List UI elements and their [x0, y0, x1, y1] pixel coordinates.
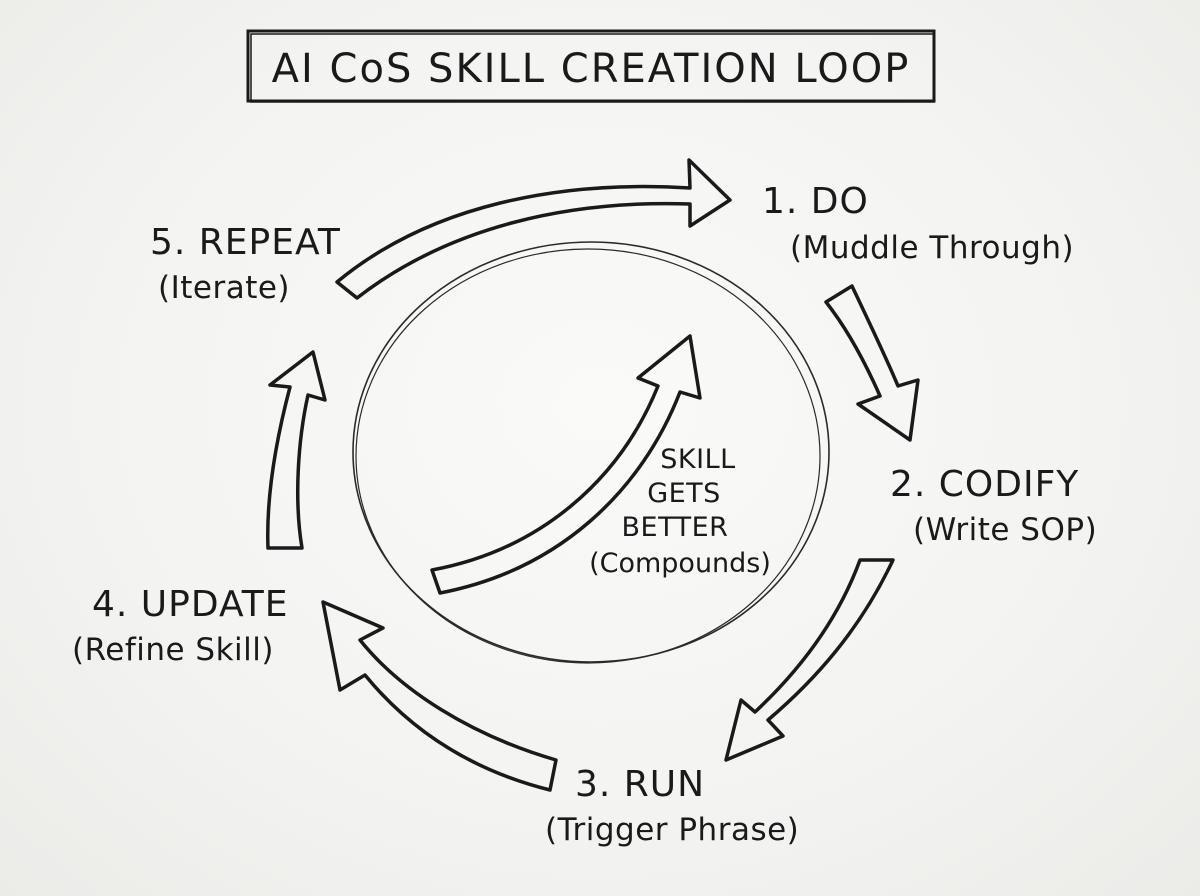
step-codify-subtitle: (Write SOP) — [913, 512, 1097, 548]
step-do-subtitle: (Muddle Through) — [790, 230, 1074, 266]
arrow-codify-to-run — [724, 558, 895, 762]
center-circle — [352, 241, 830, 664]
arrow-run-to-update — [321, 600, 558, 792]
arrow-repeat-to-do — [335, 158, 732, 300]
arrow-skill-growth — [430, 334, 702, 595]
step-codify: 2. CODIFY (Write SOP) — [890, 464, 1097, 548]
center-label: SKILL GETS BETTER (Compounds) — [589, 444, 771, 579]
title-frame-inner — [250, 33, 935, 103]
center-line-skill: SKILL — [660, 444, 735, 475]
step-update: 4. UPDATE (Refine Skill) — [72, 584, 289, 668]
title-box: AI CoS SKILL CREATION LOOP — [246, 29, 936, 103]
center-circle-outer — [352, 241, 830, 663]
step-do-title: 1. DO — [762, 181, 869, 222]
step-run-title: 3. RUN — [575, 764, 705, 805]
step-repeat-subtitle: (Iterate) — [158, 270, 290, 306]
center-line-better: BETTER — [622, 512, 729, 543]
step-do: 1. DO (Muddle Through) — [762, 181, 1074, 266]
step-repeat: 5. REPEAT (Iterate) — [150, 222, 341, 306]
step-update-subtitle: (Refine Skill) — [72, 632, 274, 668]
diagram-title: AI CoS SKILL CREATION LOOP — [272, 46, 911, 92]
step-run-subtitle: (Trigger Phrase) — [545, 812, 799, 848]
step-repeat-title: 5. REPEAT — [150, 222, 341, 263]
center-circle-inner — [355, 248, 821, 664]
step-codify-title: 2. CODIFY — [890, 464, 1079, 505]
center-line-compounds: (Compounds) — [589, 548, 771, 579]
arrow-do-to-codify — [824, 284, 920, 442]
arrow-update-to-repeat — [265, 350, 327, 550]
center-line-gets: GETS — [647, 478, 721, 509]
step-run: 3. RUN (Trigger Phrase) — [545, 764, 799, 848]
step-update-title: 4. UPDATE — [92, 584, 289, 625]
